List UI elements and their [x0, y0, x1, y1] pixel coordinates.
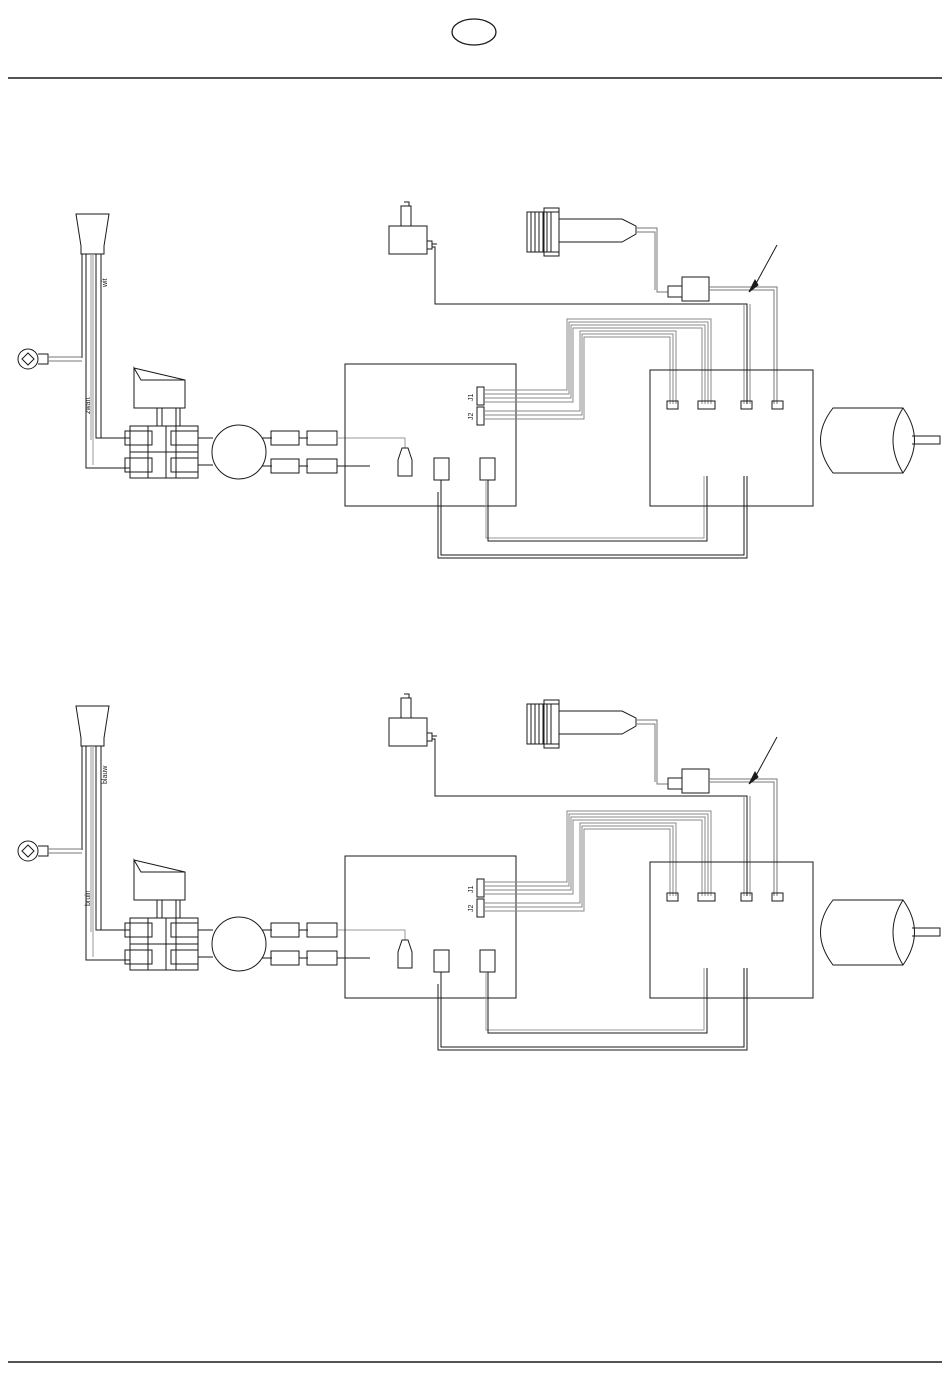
board-connector-j2 — [477, 899, 484, 917]
rocker-switch-legs — [157, 900, 180, 920]
blade-connector — [271, 459, 299, 473]
board-spade-2 — [434, 950, 449, 972]
potentiometer-body — [389, 718, 427, 746]
ground-wire — [48, 849, 82, 853]
sensor-connector — [668, 778, 682, 789]
mains-plug — [76, 706, 109, 746]
blade-connector — [307, 431, 337, 445]
board-spade-1 — [398, 940, 412, 968]
mains-plug — [76, 214, 109, 254]
j1-cable — [484, 319, 711, 404]
power-board-pin — [698, 401, 715, 409]
sensor-module — [682, 277, 709, 301]
wiring-diagram-bottom — [18, 694, 940, 1050]
ground-terminal — [18, 841, 38, 861]
control-board — [345, 856, 516, 998]
motor-loop-inner — [486, 968, 704, 1030]
blade-connector — [307, 459, 337, 473]
sensor-lead — [636, 720, 668, 784]
sensor-connector — [668, 286, 682, 297]
blade-connector — [271, 951, 299, 965]
supply-wire-light — [337, 438, 405, 448]
power-board — [650, 370, 813, 506]
sensor-lead — [636, 228, 668, 292]
potentiometer-wire — [432, 244, 747, 404]
board-spade-2 — [434, 458, 449, 480]
wiring-diagram-top — [18, 202, 940, 558]
ground-lug — [38, 354, 48, 364]
motor-loop-inner — [486, 476, 704, 538]
motor-shaft — [912, 436, 940, 444]
board-connector-j2 — [477, 407, 484, 425]
power-board-pin — [698, 893, 715, 901]
motor — [821, 900, 915, 965]
sensor-module — [682, 769, 709, 793]
rocker-switch — [134, 368, 185, 408]
blade-connector — [307, 951, 337, 965]
wire-label-lower: bruin — [85, 890, 92, 906]
filter-capacitor — [212, 425, 266, 479]
control-board — [345, 364, 516, 506]
board-connector-j1 — [477, 879, 484, 897]
motor-loop-outer — [438, 968, 747, 1050]
j2-cable — [484, 823, 676, 911]
rocker-switch — [134, 860, 185, 900]
mains-cable-light — [91, 746, 93, 957]
board-connector-j1 — [477, 387, 484, 405]
potentiometer-knob — [401, 206, 411, 226]
mains-cable-light — [91, 254, 93, 465]
language-badge — [452, 19, 496, 45]
motor — [821, 408, 915, 473]
ground-wire — [48, 357, 82, 361]
filter-capacitor — [212, 917, 266, 971]
j2-cable — [484, 331, 676, 419]
sensor-cable — [709, 779, 777, 896]
power-board — [650, 862, 813, 998]
board-spade-1 — [398, 448, 412, 476]
wire-label-upper: wit — [102, 278, 109, 288]
potentiometer-knob — [401, 698, 411, 718]
motor-loop-outer — [438, 476, 747, 558]
j1-cable — [484, 811, 711, 896]
ground-lug — [38, 846, 48, 856]
ground-terminal — [18, 349, 38, 369]
sensor-probe — [559, 219, 636, 242]
blade-connector — [271, 923, 299, 937]
sensor-probe — [559, 711, 636, 734]
connector-label-j2: J2 — [468, 905, 475, 913]
blade-connector — [307, 923, 337, 937]
rocker-switch-legs — [157, 408, 180, 428]
connector-label-j1: J1 — [468, 394, 475, 402]
connector-label-j1: J1 — [468, 886, 475, 894]
blade-connector — [271, 431, 299, 445]
sensor-cable — [709, 287, 777, 404]
potentiometer-wire — [432, 736, 747, 896]
connector-label-j2: J2 — [468, 413, 475, 421]
motor-shaft — [912, 928, 940, 936]
wire-label-upper: blauw — [102, 765, 109, 784]
potentiometer-body — [389, 226, 427, 254]
wire-label-lower: zwart — [85, 397, 92, 414]
board-spade-3 — [480, 950, 495, 972]
supply-wire-light — [337, 930, 405, 940]
board-spade-3 — [480, 458, 495, 480]
